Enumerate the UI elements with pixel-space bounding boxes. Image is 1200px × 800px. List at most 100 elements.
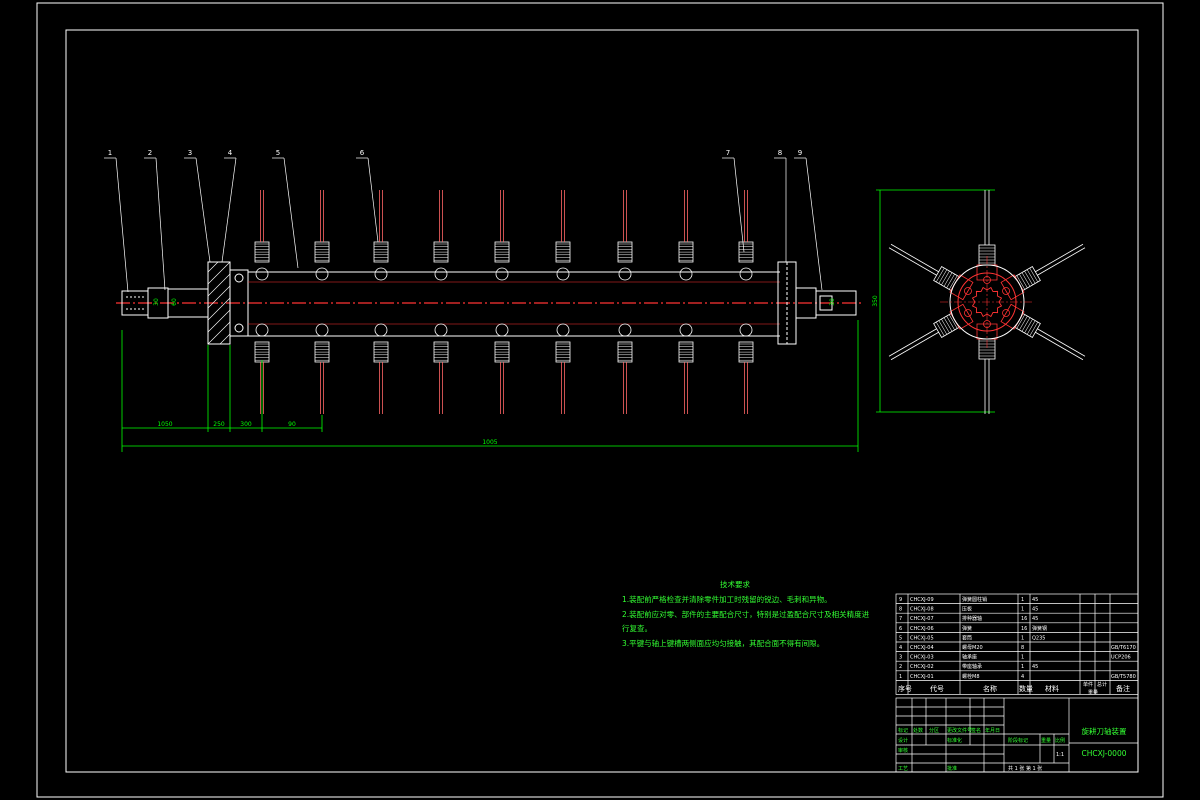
- tech-line-1: 1.装配前严格检查并清除零件加工时残留的锐边、毛刺和异物。: [622, 594, 832, 604]
- bom-h-qty: 数量: [1019, 684, 1033, 693]
- tb-sheet: 共 1 张 第 1 张: [1008, 765, 1042, 772]
- bom-cell-code: CHCXJ-02: [910, 664, 934, 670]
- bom-cell-name: 轴承座: [962, 654, 977, 661]
- side-tine: [888, 243, 974, 301]
- tine-rows: [254, 190, 754, 414]
- bom-cell-qty: 16: [1021, 616, 1027, 622]
- tech-title: 技术要求: [720, 579, 750, 589]
- callout-3: 3: [188, 149, 192, 157]
- tb-review: 审核: [898, 747, 908, 754]
- bom-cell-qty: 16: [1021, 626, 1027, 632]
- tech-line-2: 2.装配前应对零、部件的主要配合尺寸，特别是过盈配合尺寸及相关精度进: [622, 609, 870, 619]
- bom-cell-qty: 8: [1021, 645, 1024, 651]
- bom-cell-qty: 1: [1021, 607, 1024, 613]
- tb-count: 处数: [913, 727, 923, 734]
- tb-design: 设计: [898, 737, 908, 744]
- tine: [314, 190, 330, 414]
- tb-stage: 阶段标记: [1008, 737, 1028, 744]
- dim-shaft-1: 30: [153, 298, 160, 306]
- dim-left-end: 1050: [157, 421, 172, 428]
- bom-h-code: 代号: [930, 684, 944, 693]
- tb-zone: 分区: [929, 727, 939, 734]
- tine: [678, 190, 694, 414]
- tb-process: 工艺: [898, 766, 908, 772]
- dim-bearing: 250: [213, 421, 225, 428]
- tb-date: 年月日: [985, 727, 1000, 734]
- bom-cell-no: 5: [899, 635, 902, 641]
- callout-9: 9: [798, 149, 802, 157]
- bom-cell-qty: 1: [1021, 635, 1024, 641]
- drawing-code: CHCXJ-0000: [1082, 749, 1127, 758]
- bom-cell-qty: 1: [1021, 655, 1024, 661]
- bom-cell-code: CHCXJ-06: [910, 626, 934, 632]
- bom-cell-qty: 1: [1021, 597, 1024, 603]
- tb-sign: 签名: [971, 727, 981, 734]
- bom-cell-note: GB/T5780: [1111, 674, 1136, 680]
- bom-h-note: 备注: [1116, 684, 1130, 693]
- tine: [494, 190, 510, 414]
- bom-cell-no: 7: [899, 616, 902, 622]
- tech-line-3: 行复查。: [622, 623, 652, 633]
- callout-6: 6: [360, 149, 365, 157]
- tb-standard: 标准化: [947, 737, 962, 744]
- tb-scale-label: 比例: [1055, 737, 1065, 744]
- dim-pitch: 90: [288, 421, 296, 428]
- tine: [617, 190, 633, 414]
- bom-cell-code: CHCXJ-04: [910, 645, 934, 651]
- dim-shaft-3: 30: [829, 298, 836, 306]
- side-tine: [1000, 243, 1086, 301]
- tine: [254, 190, 270, 414]
- bom-cell-name: 弹簧: [962, 625, 972, 632]
- side-view: 350: [872, 189, 1086, 414]
- bom-cell-note: UCP206: [1111, 655, 1131, 661]
- bom-cell-name: 螺母M20: [962, 644, 983, 651]
- bom-cell-no: 4: [899, 645, 902, 651]
- dimension-texts: 1050 250 300 90 1005 30 60 30: [153, 298, 836, 446]
- bom-cell-no: 1: [899, 674, 902, 680]
- main-tube: [248, 271, 780, 337]
- bom-cell-name: 排种器轴: [962, 615, 982, 622]
- bom-h-weight: 重量: [1088, 689, 1098, 696]
- inner-frame: [65, 29, 1139, 773]
- tine: [738, 190, 754, 414]
- bom-cell-name: 螺栓M8: [962, 673, 980, 680]
- bom-h-unit: 单件: [1083, 681, 1093, 688]
- side-tine: [888, 303, 974, 361]
- bom-cell-code: CHCXJ-07: [910, 616, 934, 622]
- bom-cell-note: GB/T6170: [1111, 645, 1136, 651]
- dimensions: [121, 320, 859, 452]
- right-flange: [777, 261, 857, 345]
- bom-cell-mat: Q235: [1032, 635, 1045, 641]
- bom-cell-code: CHCXJ-03: [910, 655, 934, 661]
- bom-cell-mat: 45: [1032, 616, 1038, 622]
- bom-header: 序号 代号 名称 数量 材料 单件 总计 重量 备注: [898, 681, 1130, 696]
- title-block: 标记 处数 分区 更改文件号 签名 年月日 设计 标准化 审核 工艺 批准 阶段…: [895, 697, 1139, 773]
- dim-shaft-2: 60: [171, 298, 178, 306]
- bom-cell-mat: 45: [1032, 597, 1038, 603]
- tb-mark: 标记: [898, 727, 908, 734]
- callout-2: 2: [148, 149, 152, 157]
- tech-line-4: 3.平键与轴上键槽两侧面应均匀接触，其配合面不得有间隙。: [622, 638, 824, 648]
- bom-cell-mat: 45: [1032, 607, 1038, 613]
- bom-h-mat: 材料: [1045, 684, 1059, 693]
- tine: [555, 190, 571, 414]
- bom-h-name: 名称: [983, 684, 997, 693]
- tine: [433, 190, 449, 414]
- callout-5: 5: [276, 149, 280, 157]
- bom-cell-no: 6: [899, 626, 902, 632]
- bom-cell-name: 弹簧圆柱销: [962, 596, 987, 603]
- bom-cell-mat: 45: [1032, 664, 1038, 670]
- bom-cell-no: 8: [899, 607, 902, 613]
- bom-cell-no: 3: [899, 655, 902, 661]
- bom-cell-code: CHCXJ-01: [910, 674, 934, 680]
- callout-7: 7: [726, 149, 730, 157]
- bom-cell-name: 带座轴承: [962, 663, 982, 670]
- tb-approve: 批准: [947, 765, 957, 772]
- bom-cell-qty: 1: [1021, 664, 1024, 670]
- bom-cell-name: 压板: [962, 606, 972, 613]
- side-tine: [1000, 303, 1086, 361]
